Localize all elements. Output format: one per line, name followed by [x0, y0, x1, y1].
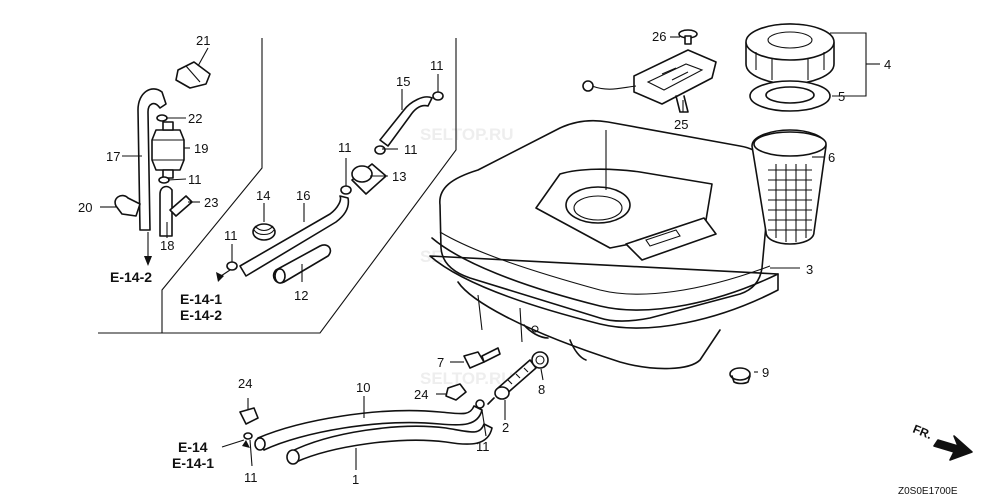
callout-19: 19 [194, 141, 208, 156]
callout-24: 24 [414, 387, 428, 402]
callout-11: 11 [430, 58, 444, 73]
fuel-tube-15 [379, 96, 433, 147]
callout-21: 21 [196, 33, 210, 48]
section-reference: E-14-2 [180, 307, 222, 323]
callout-20: 20 [78, 200, 92, 215]
section-references: E-14-2 E-14-1 E-14-2 E-14 E-14-1 [110, 269, 222, 471]
direction-label: FR. [911, 422, 934, 442]
hose-clip-24 [239, 383, 467, 425]
callout-1: 1 [352, 472, 359, 487]
drawing-code: Z0S0E1700E [898, 486, 958, 497]
callout-11: 11 [404, 142, 418, 157]
cap-gasket [749, 80, 831, 112]
callout-11: 11 [244, 470, 258, 485]
callout-22: 22 [188, 111, 202, 126]
section-reference: E-14-1 [180, 291, 222, 307]
callout-25: 25 [674, 117, 688, 132]
callout-18: 18 [160, 238, 174, 253]
callout-12: 12 [294, 288, 308, 303]
tube-clamp-21 [175, 61, 211, 89]
callout-11: 11 [188, 172, 202, 187]
fuel-tank [429, 119, 779, 370]
grommet-14 [252, 223, 276, 241]
callout-17: 17 [106, 149, 120, 164]
callout-13: 13 [392, 169, 406, 184]
fuel-tube-16 [239, 195, 350, 277]
section-reference: E-14-2 [110, 269, 152, 285]
fuel-gauge [582, 49, 717, 113]
callout-11: 11 [224, 228, 238, 243]
callout-4: 4 [884, 57, 891, 72]
inset-frame [98, 38, 457, 334]
reference-arrows [144, 256, 250, 448]
callout-26: 26 [652, 29, 666, 44]
section-reference: E-14-1 [172, 455, 214, 471]
breather-cap [729, 367, 751, 385]
leader-lines [100, 32, 880, 470]
callout-8: 8 [538, 382, 545, 397]
callout-6: 6 [828, 150, 835, 165]
callout-5: 5 [838, 89, 845, 104]
callout-9: 9 [762, 365, 769, 380]
callout-10: 10 [356, 380, 370, 395]
callout-3: 3 [806, 262, 813, 277]
gauge-screw [678, 29, 698, 45]
fuel-tube-17 [137, 88, 167, 231]
fuel-tube-18 [159, 185, 193, 237]
callout-11: 11 [476, 439, 490, 454]
drain-bolt [463, 347, 501, 369]
fuel-strainer [751, 129, 827, 245]
sealing-washer [531, 351, 549, 369]
callout-7: 7 [437, 355, 444, 370]
callout-11: 11 [338, 140, 352, 155]
fuel-cap [745, 23, 835, 85]
front-direction-indicator: FR. [911, 422, 973, 461]
fuel-filter [151, 121, 185, 179]
fuel-tube-12 [272, 244, 332, 284]
tube-clamp-20 [114, 194, 141, 217]
callout-14: 14 [256, 188, 270, 203]
watermark: SELTOP.RU [420, 125, 514, 144]
fuel-cock [487, 359, 537, 405]
callout-15-16: 16 [296, 188, 310, 203]
callout-24: 24 [238, 376, 252, 391]
fuel-hose-1 [286, 423, 493, 465]
section-reference: E-14 [178, 439, 208, 455]
watermark: SELTOP.RU [420, 369, 514, 388]
callout-2: 2 [502, 420, 509, 435]
callout-numbers: 1 2 3 4 5 6 7 8 9 10 11 11 11 11 11 11 1… [78, 29, 891, 487]
inline-fuel-filter-13 [351, 163, 387, 195]
callout-15: 15 [396, 74, 410, 89]
callout-23: 23 [204, 195, 218, 210]
